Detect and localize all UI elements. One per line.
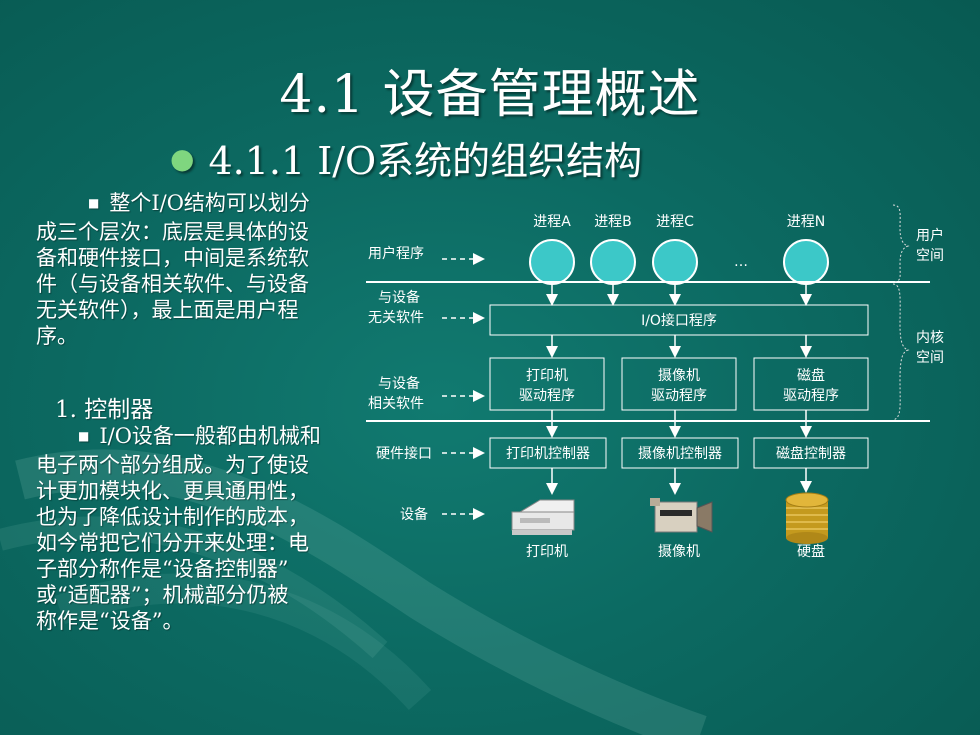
label-dev-dependent-2: 相关软件	[368, 396, 424, 412]
printer-controller-box	[489, 437, 607, 469]
subtitle-text: 4.1.1 I/O系统的组织结构	[208, 139, 643, 183]
printer-controller-label: 打印机控制器	[506, 445, 590, 462]
process-circle-n	[783, 239, 829, 285]
para1-line-5: 序。	[36, 324, 78, 348]
process-ellipsis: …	[734, 254, 748, 270]
para1-line-0: ■整个I/O结构可以划分	[88, 191, 310, 215]
process-label-b: 进程B	[594, 214, 632, 230]
camera-driver-box	[621, 357, 737, 411]
para2-line-0: ■I/O设备一般都由机械和	[78, 424, 321, 448]
process-label-a: 进程A	[533, 214, 571, 230]
printer-driver-label-1: 打印机	[526, 367, 568, 384]
kernel-space-label-2: 空间	[916, 350, 944, 366]
para1-line-1: 成三个层次：底层是具体的设	[36, 220, 309, 244]
device-label-printer: 打印机	[526, 543, 568, 560]
camera-controller-label: 摄像机控制器	[638, 446, 722, 462]
para2-line-7: 称作是“设备”。	[36, 609, 184, 633]
disk-controller-label: 磁盘控制器	[776, 445, 846, 462]
io-interface-label: I/O接口程序	[641, 312, 717, 329]
label-device: 设备	[400, 506, 428, 523]
kernel-space-label-1: 内核	[916, 330, 944, 346]
label-dev-independent-2: 无关软件	[368, 310, 424, 326]
printer-icon	[511, 499, 575, 535]
label-dev-independent-1: 与设备	[378, 289, 420, 306]
page-title: 4.1 设备管理概述	[279, 65, 701, 125]
disk-driver-box	[753, 357, 869, 411]
process-circle-c	[652, 239, 698, 285]
para2-line-6: 或“适配器”；机械部分仍被	[36, 583, 289, 607]
device-label-disk: 硬盘	[797, 543, 825, 560]
user-space-label-2: 空间	[916, 248, 944, 264]
io-interface-box	[489, 304, 869, 336]
user-space-brace	[892, 204, 910, 283]
camera-driver-label-2: 驱动程序	[651, 388, 707, 404]
process-circle-a	[529, 239, 575, 285]
label-dev-dependent-1: 与设备	[378, 375, 420, 392]
label-hardware-interface: 硬件接口	[376, 445, 432, 462]
para2-line-5: 子部分称作是“设备控制器”	[36, 557, 289, 581]
disk-driver-label-1: 磁盘	[797, 367, 825, 384]
section-heading: 1. 控制器	[55, 397, 154, 423]
disk-controller-box	[753, 437, 869, 469]
camera-controller-box	[621, 437, 739, 469]
printer-driver-label-2: 驱动程序	[519, 388, 575, 404]
para2-line-2: 计更加模块化、更具通用性，	[36, 479, 309, 503]
hard-disk-icon	[785, 492, 829, 544]
process-label-c: 进程C	[656, 214, 694, 230]
user-space-label-1: 用户	[916, 227, 944, 244]
bullet-dot-icon: ●	[170, 142, 195, 175]
para1-line-4: 无关软件），最上面是用户程	[36, 298, 299, 322]
subtitle: ● 4.1.1 I/O系统的组织结构	[170, 130, 642, 185]
printer-driver-box	[489, 357, 605, 411]
camera-driver-label-1: 摄像机	[658, 368, 700, 384]
disk-driver-label-2: 驱动程序	[783, 388, 839, 404]
para2-line-1: 电子两个部分组成。为了使设	[36, 453, 309, 477]
label-user-program: 用户程序	[368, 245, 424, 262]
para2-line-4: 如今常把它们分开来处理：电	[36, 531, 309, 555]
para1-line-3: 件（与设备相关软件、与设备	[36, 272, 309, 296]
process-label-n: 进程N	[787, 214, 825, 230]
para2-line-3: 也为了降低设计制作的成本，	[36, 505, 309, 529]
process-circle-b	[590, 239, 636, 285]
square-bullet-icon: ■	[78, 429, 90, 443]
device-label-camera: 摄像机	[658, 544, 700, 560]
kernel-space-brace	[892, 283, 910, 421]
para1-line-2: 备和硬件接口，中间是系统软	[36, 246, 309, 270]
camera-icon	[650, 498, 713, 533]
square-bullet-icon: ■	[88, 196, 100, 210]
